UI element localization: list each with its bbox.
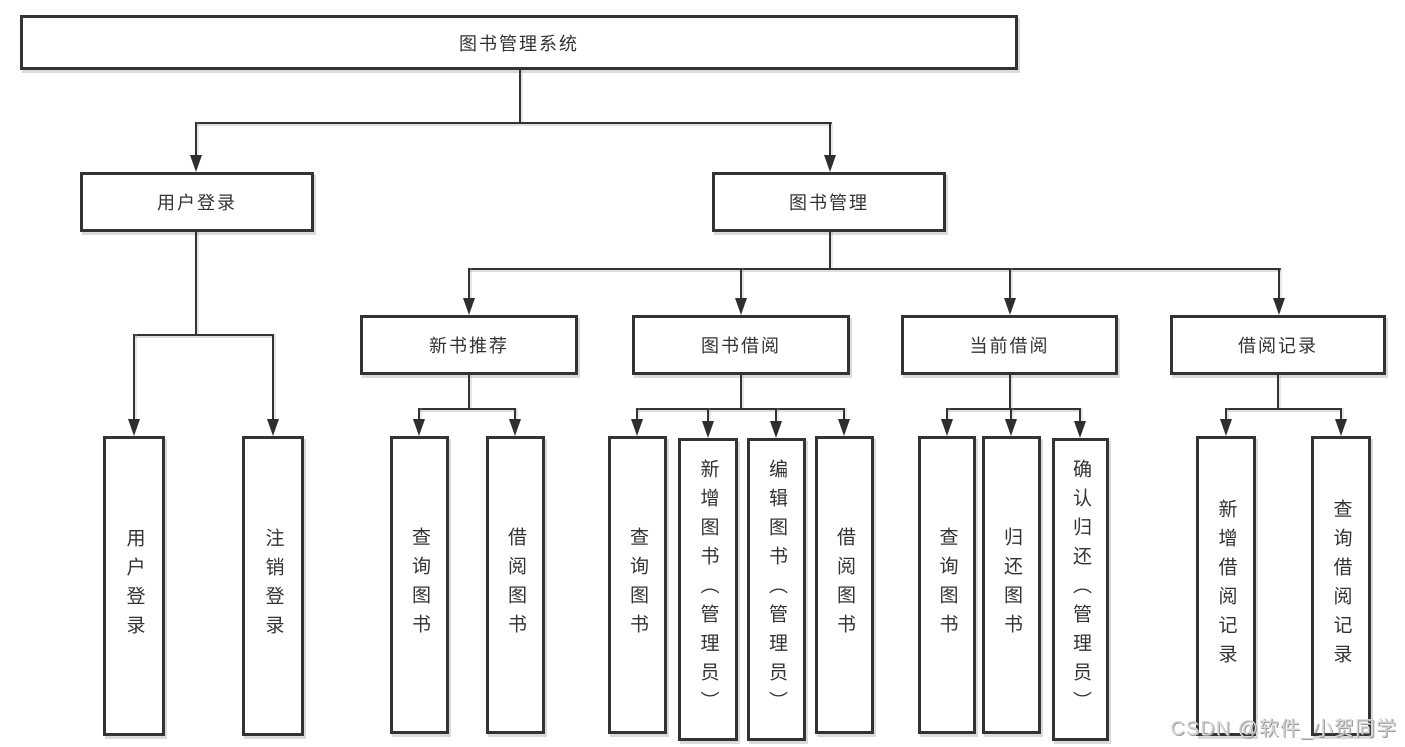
arrow-down-icon [1273, 298, 1285, 315]
connector-user-login-stem [195, 232, 197, 335]
csdn-watermark: CSDN @软件_小贺同学 [1170, 718, 1397, 740]
arrow-down-icon [413, 419, 425, 436]
connector-line [133, 334, 135, 420]
arrow-down-icon [838, 419, 850, 436]
leaf-cb-query-books: 查询图书 [918, 436, 976, 734]
connector-line [1225, 408, 1227, 421]
node-current-borrowing: 当前借阅 [901, 315, 1118, 375]
arrow-down-icon [631, 419, 643, 436]
connector-line [829, 122, 831, 158]
arrow-down-icon [128, 419, 140, 436]
leaf-bb-add-books-admin: 新增图书（管理员） [678, 438, 738, 741]
arrow-down-icon [770, 421, 782, 438]
node-user-login: 用户登录 [80, 172, 314, 232]
connector-book-mgmt-branch [469, 268, 1281, 270]
arrow-down-icon [1335, 419, 1347, 436]
arrow-down-icon [941, 419, 953, 436]
leaf-bb-borrow-books: 借阅图书 [815, 436, 874, 734]
arrow-down-icon [267, 419, 279, 436]
leaf-br-add-record: 新增借阅记录 [1196, 436, 1256, 736]
connector-rec-branch [419, 408, 516, 410]
connector-br-branch [1226, 408, 1341, 410]
leaf-rec-query-books: 查询图书 [390, 436, 449, 734]
connector-line [1278, 268, 1280, 300]
arrow-down-icon [1005, 419, 1017, 436]
leaf-cb-confirm-return-admin: 确认归还（管理员） [1052, 438, 1109, 741]
connector-line [775, 408, 777, 423]
node-borrowing-records: 借阅记录 [1170, 315, 1386, 375]
connector-bb-branch [637, 408, 845, 410]
leaf-br-query-record: 查询借阅记录 [1311, 436, 1371, 736]
connector-root-branch [196, 122, 832, 124]
connector-line [1079, 408, 1081, 423]
connector-user-login-branch [134, 334, 274, 336]
connector-line [946, 408, 948, 421]
arrow-down-icon [824, 155, 836, 172]
connector-book-mgmt-stem [829, 232, 831, 268]
node-book-management-system: 图书管理系统 [20, 15, 1018, 70]
connector-line [740, 268, 742, 300]
arrow-down-icon [509, 419, 521, 436]
connector-line [468, 268, 470, 300]
arrow-down-icon [702, 421, 714, 438]
connector-cb-stem [1009, 375, 1011, 409]
node-new-book-recommendation: 新书推荐 [360, 315, 578, 375]
connector-line [843, 408, 845, 421]
connector-cb-branch [947, 408, 1081, 410]
connector-line [1010, 408, 1012, 421]
leaf-bb-query-books: 查询图书 [608, 436, 667, 734]
connector-line [418, 408, 420, 421]
connector-rec-stem [468, 375, 470, 409]
connector-line [514, 408, 516, 421]
connector-root-stem [519, 70, 521, 122]
node-book-borrowing: 图书借阅 [632, 315, 850, 375]
arrow-down-icon [1220, 419, 1232, 436]
arrow-down-icon [463, 298, 475, 315]
leaf-bb-edit-books-admin: 编辑图书（管理员） [747, 438, 806, 741]
connector-line [707, 408, 709, 423]
leaf-logout: 注销登录 [242, 436, 304, 736]
arrow-down-icon [1074, 421, 1086, 438]
arrow-down-icon [1004, 298, 1016, 315]
connector-bb-stem [740, 375, 742, 409]
leaf-user-login: 用户登录 [103, 436, 165, 736]
connector-line [1340, 408, 1342, 421]
connector-br-stem [1277, 375, 1279, 409]
leaf-cb-return-books: 归还图书 [982, 436, 1041, 734]
arrow-down-icon [735, 298, 747, 315]
node-book-management: 图书管理 [712, 172, 946, 232]
leaf-rec-borrow-books: 借阅图书 [486, 436, 545, 734]
connector-line [1009, 268, 1011, 300]
connector-line [195, 122, 197, 158]
connector-line [636, 408, 638, 421]
arrow-down-icon [190, 155, 202, 172]
connector-line [272, 334, 274, 420]
